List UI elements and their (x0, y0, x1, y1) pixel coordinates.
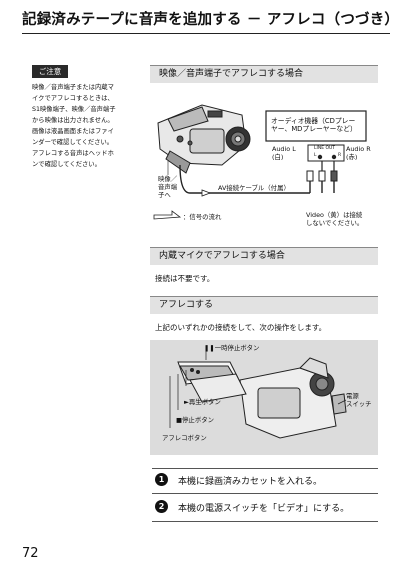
caution-line: 画像は液晶画面またはファイ (32, 128, 114, 135)
line-out-r-label: R (338, 153, 342, 158)
step-divider (152, 521, 378, 522)
line-out-l-label: L (314, 153, 317, 158)
caution-line: ンダーで確認してください。 (32, 139, 114, 146)
av-jack-label: 映像／ 音声端 子へ (158, 175, 178, 199)
caution-line: 映像／音声端子または内蔵マ (32, 84, 114, 91)
camcorder-icon (157, 104, 251, 174)
section-title: 内蔵マイクでアフレコする場合 (159, 251, 285, 261)
pause-button-label: ❚❚一時停止ボタン (204, 344, 260, 352)
step-number: 1 (155, 473, 168, 486)
step-number: 2 (155, 500, 168, 513)
video-note-label: Video（黄）は接続 しないでください。 (306, 211, 364, 227)
step-text: 本機の電源スイッチを「ビデオ」にする。 (178, 504, 350, 514)
camcorder-icon (177, 357, 347, 439)
afureko-intro-text: 上記のいずれかの接続をして、次の操作をします。 (155, 323, 327, 332)
power-switch-label: 電源 スイッチ (346, 392, 372, 408)
play-button-label: ►再生ボタン (184, 398, 221, 406)
line-out-label: LINE OUT (314, 146, 336, 151)
step-divider (152, 468, 378, 469)
page-number: 72 (22, 546, 39, 561)
section-header-afureko: アフレコする (150, 296, 378, 314)
section-header-internal-mic: 内蔵マイクでアフレコする場合 (150, 247, 378, 265)
av-connection-illustration: オーディオ機器（CDプレー ヤー、MDプレーヤーなど） LINE OUT L R… (150, 93, 378, 233)
section-header-av-jack: 映像／音声端子でアフレコする場合 (150, 65, 378, 83)
afureko-buttons-illustration: ❚❚一時停止ボタン ►再生ボタン ■停止ボタン アフレコボタン 電源 スイッチ (150, 340, 378, 455)
signal-flow-label: ：信号の流れ (183, 213, 222, 221)
caution-line: ンで確認してください。 (32, 161, 101, 168)
camcorder-connection-drawing (153, 104, 367, 220)
audio-device-label: オーディオ機器（CDプレー ヤー、MDプレーヤーなど） (271, 117, 357, 133)
section-title: アフレコする (159, 300, 214, 310)
step-divider (152, 493, 378, 494)
caution-line: S1映像端子、映像／音声端子 (32, 106, 116, 113)
step-text: 本機に録画済みカセットを入れる。 (178, 477, 323, 487)
caution-badge: ご注意 (32, 65, 68, 78)
page-title: 記録済みテープに音声を追加する － アフレコ（つづき） (22, 12, 400, 28)
av-cable-line (179, 164, 310, 194)
audio-device-box (265, 110, 367, 142)
audio-l-label: Audio L (白) (272, 145, 296, 161)
camcorder-buttons-drawing (169, 346, 347, 439)
av-cable-label: AV接続ケーブル（付属） (218, 184, 290, 192)
caution-line: アフレコする音声はヘッドホ (32, 150, 114, 157)
section-title: 映像／音声端子でアフレコする場合 (159, 69, 304, 79)
caution-line: から映像は出力されません。 (32, 117, 114, 124)
title-rule (22, 33, 390, 34)
stop-button-label: ■停止ボタン (176, 416, 214, 424)
internal-mic-text: 接続は不要です。 (155, 274, 215, 283)
audio-r-label: Audio R (赤) (346, 145, 371, 161)
afureko-button-label: アフレコボタン (162, 434, 207, 442)
caution-text: 映像／音声端子または内蔵マ イクでアフレコするときは、 S1映像端子、映像／音声… (32, 82, 134, 170)
signal-flow-arrow (153, 210, 182, 220)
caution-line: イクでアフレコするときは、 (32, 95, 114, 102)
